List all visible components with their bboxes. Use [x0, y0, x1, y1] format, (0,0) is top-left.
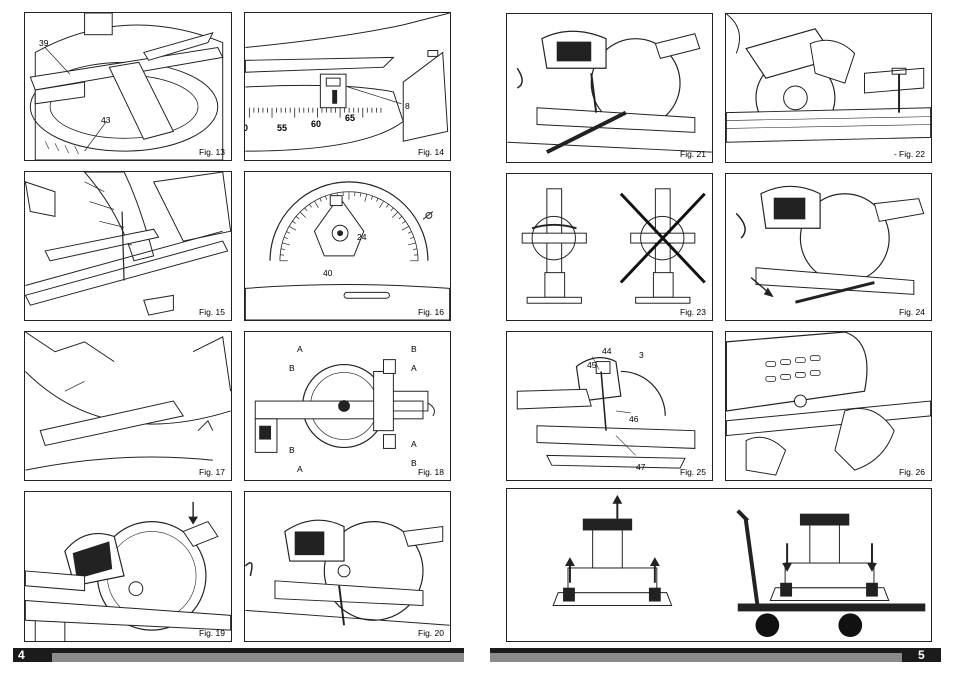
figure-20-drawing — [245, 519, 450, 626]
callout-44: 44 — [602, 346, 612, 356]
callout-a: A — [297, 344, 303, 354]
page-number-left: 4 — [18, 648, 25, 662]
figure-26-caption: Fig. 26 — [899, 467, 925, 477]
figure-25-drawing — [516, 356, 696, 469]
figure-15: Fig. 15 — [24, 171, 232, 321]
figure-13: 39 43 Fig. 13 — [24, 12, 232, 161]
figure-21-caption: Fig. 21 — [680, 149, 706, 159]
figure-transport — [506, 488, 932, 642]
saw-on-cart — [736, 509, 926, 638]
figure-24: Fig. 24 — [725, 173, 932, 321]
callout-b: B — [289, 363, 295, 373]
figure-25-caption: Fig. 25 — [680, 467, 706, 477]
figure-19: Fig. 19 — [24, 491, 232, 642]
scale-label-0: 0 — [245, 123, 248, 133]
figure-22: - Fig. 22 — [725, 13, 932, 163]
figure-17: Fig. 17 — [24, 331, 232, 481]
callout-b-right: B — [411, 344, 417, 354]
callout-a-lower: A — [297, 464, 303, 474]
figure-18: A B B A B A A B Fig. 18 — [244, 331, 451, 481]
callout-46: 46 — [629, 414, 639, 424]
callout-a-right: A — [411, 363, 417, 373]
callout-a-lower-right: A — [411, 439, 417, 449]
callout-43: 43 — [101, 115, 111, 125]
figure-20: Fig. 20 — [244, 491, 451, 642]
callout-24: 24 — [357, 232, 367, 242]
figure-22-caption: - Fig. 22 — [893, 149, 925, 159]
callout-3: 3 — [639, 350, 644, 360]
figure-14: 0 55 60 65 8 Fig. 14 — [244, 12, 451, 161]
callout-b-lower-right: B — [411, 458, 417, 468]
figure-23-caption: Fig. 23 — [680, 307, 706, 317]
figure-18-drawing — [254, 359, 435, 453]
figure-17-drawing — [25, 332, 231, 471]
figure-15-drawing — [25, 172, 231, 316]
figure-25: 44 45 3 46 47 Fig. 25 — [506, 331, 713, 481]
figure-14-caption: Fig. 14 — [418, 147, 444, 157]
scale-label-65: 65 — [345, 113, 356, 123]
figure-14-drawing — [245, 13, 450, 152]
page-number-right: 5 — [918, 648, 925, 662]
figure-transport-drawing — [552, 494, 926, 638]
callout-8: 8 — [405, 101, 410, 111]
figure-24-caption: Fig. 24 — [899, 307, 925, 317]
figure-16-drawing — [245, 181, 450, 320]
callout-b-lower: B — [289, 445, 295, 455]
figure-21-drawing — [507, 30, 712, 154]
left-footer-grey — [52, 653, 464, 662]
figure-18-caption: Fig. 18 — [418, 467, 444, 477]
saw-front-incorrect — [619, 188, 706, 304]
saw-lift-by-base — [552, 494, 673, 606]
saw-front-correct — [521, 188, 587, 304]
figure-23-drawing — [521, 188, 706, 304]
figure-13-drawing — [29, 13, 224, 160]
figure-20-caption: Fig. 20 — [418, 628, 444, 638]
scale-label-60: 60 — [311, 119, 322, 129]
figure-24-drawing — [735, 185, 925, 304]
figure-16: 24 40 Fig. 16 — [244, 171, 451, 321]
figure-15-caption: Fig. 15 — [199, 307, 225, 317]
callout-47: 47 — [636, 462, 646, 472]
figure-17-caption: Fig. 17 — [199, 467, 225, 477]
figure-13-caption: Fig. 13 — [199, 147, 225, 157]
figure-19-caption: Fig. 19 — [199, 628, 225, 638]
scale-label-55: 55 — [277, 123, 288, 133]
figure-22-drawing — [726, 14, 931, 143]
figure-21: Fig. 21 — [506, 13, 713, 163]
figure-26: Fig. 26 — [725, 331, 932, 481]
figure-26-drawing — [726, 332, 931, 476]
figure-16-caption: Fig. 16 — [418, 307, 444, 317]
callout-45: 45 — [587, 360, 597, 370]
figure-19-drawing — [25, 501, 231, 641]
figure-23: Fig. 23 — [506, 173, 713, 321]
left-page: 39 43 Fig. 13 0 55 60 65 8 Fig. 14 — [13, 12, 464, 662]
callout-39: 39 — [39, 38, 49, 48]
callout-40: 40 — [323, 268, 333, 278]
right-page: Fig. 21 - Fig. 22 — [477, 0, 954, 677]
right-footer-grey — [490, 653, 902, 662]
